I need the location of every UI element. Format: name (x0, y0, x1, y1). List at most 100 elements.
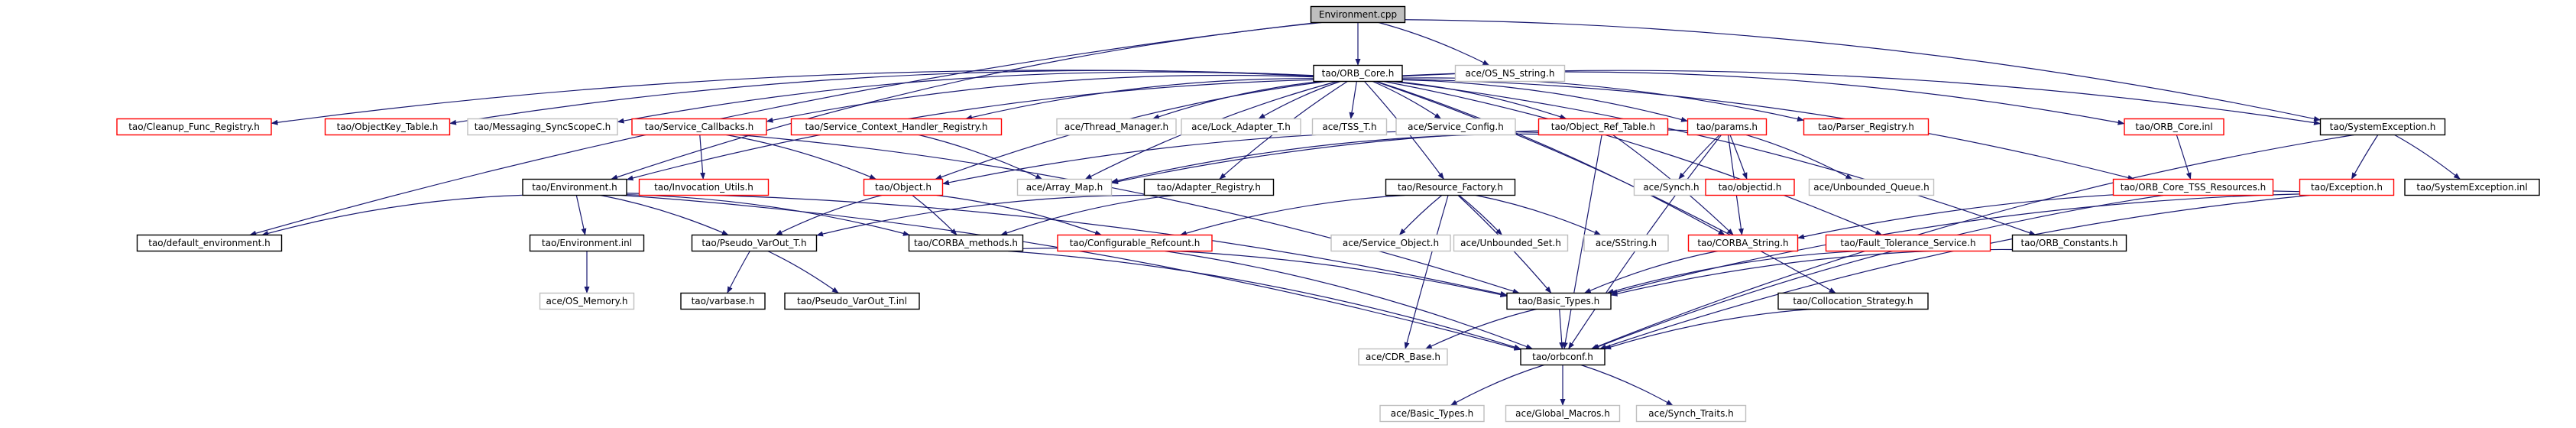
node-tao_parser_registry_h[interactable]: tao/Parser_Registry.h (1803, 118, 1930, 136)
node-box[interactable] (1016, 178, 1113, 196)
node-box[interactable] (1520, 348, 1606, 366)
node-tao_orb_core_h[interactable]: tao/ORB_Core.h (1313, 64, 1403, 83)
node-box[interactable] (529, 234, 645, 252)
node-tao_resource_factory_h[interactable]: tao/Resource_Factory.h (1385, 178, 1516, 196)
node-box[interactable] (1311, 118, 1388, 136)
node-box[interactable] (1825, 234, 1991, 252)
node-box[interactable] (1310, 5, 1406, 24)
node-tao_basic_types_h[interactable]: tao/Basic_Types.h (1506, 292, 1612, 310)
node-tao_pseudo_varout_t_h[interactable]: tao/Pseudo_VarOut_T.h (691, 234, 818, 252)
node-tao_varbase_h[interactable]: tao/varbase.h (680, 292, 766, 310)
node-tao_corba_string_h[interactable]: tao/CORBA_String.h (1687, 234, 1799, 252)
node-box[interactable] (1505, 404, 1621, 423)
node-tao_pseudo_varout_t_inl[interactable]: tao/Pseudo_VarOut_T.inl (784, 292, 920, 310)
node-box[interactable] (539, 292, 635, 310)
node-box[interactable] (863, 178, 944, 196)
node-box[interactable] (1143, 178, 1275, 196)
node-tao_objectid_h[interactable]: tao/objectid.h (1705, 178, 1795, 196)
node-tao_collocation_strategy_h[interactable]: tao/Collocation_Strategy.h (1777, 292, 1929, 310)
node-tao_systemexception_h[interactable]: tao/SystemException.h (2319, 118, 2446, 136)
node-tao_orb_core_tss_resources_h[interactable]: tao/ORB_Core_TSS_Resources.h (2112, 178, 2274, 196)
node-box[interactable] (324, 118, 451, 136)
node-box[interactable] (784, 292, 920, 310)
node-ace_service_object_h[interactable]: ace/Service_Object.h (1330, 234, 1451, 252)
node-box[interactable] (467, 118, 618, 136)
node-ace_sstring_h[interactable]: ace/SString.h (1583, 234, 1669, 252)
node-box[interactable] (1777, 292, 1929, 310)
node-box[interactable] (1313, 64, 1403, 83)
node-box[interactable] (1056, 118, 1177, 136)
node-tao_configurable_refcount_h[interactable]: tao/Configurable_Refcount.h (1057, 234, 1213, 252)
node-tao_objectkey_table_h[interactable]: tao/ObjectKey_Table.h (324, 118, 451, 136)
node-tao_object_ref_table_h[interactable]: tao/Object_Ref_Table.h (1537, 118, 1669, 136)
node-tao_fault_tolerance_service_h[interactable]: tao/Fault_Tolerance_Service.h (1825, 234, 1991, 252)
node-box[interactable] (638, 178, 770, 196)
node-box[interactable] (1385, 178, 1516, 196)
node-box[interactable] (1803, 118, 1930, 136)
node-ace_synch_traits_h[interactable]: ace/Synch_Traits.h (1635, 404, 1747, 423)
node-box[interactable] (2299, 178, 2395, 196)
node-box[interactable] (2112, 178, 2274, 196)
node-ace_unbounded_queue_h[interactable]: ace/Unbounded_Queue.h (1808, 178, 1935, 196)
node-box[interactable] (790, 118, 1003, 136)
node-ace_basic_types_h[interactable]: ace/Basic_Types.h (1379, 404, 1485, 423)
node-tao_environment_inl[interactable]: tao/Environment.inl (529, 234, 645, 252)
node-box[interactable] (1395, 118, 1516, 136)
node-ace_service_config_h[interactable]: ace/Service_Config.h (1395, 118, 1516, 136)
node-tao_object_h[interactable]: tao/Object.h (863, 178, 944, 196)
node-ace_thread_manager_h[interactable]: ace/Thread_Manager.h (1056, 118, 1177, 136)
node-ace_os_ns_string_h[interactable]: ace/OS_NS_string.h (1454, 64, 1566, 83)
node-box[interactable] (1454, 64, 1566, 83)
node-box[interactable] (1635, 404, 1747, 423)
node-box[interactable] (1687, 118, 1768, 136)
node-ace_os_memory_h[interactable]: ace/OS_Memory.h (539, 292, 635, 310)
node-tao_corba_methods_h[interactable]: tao/CORBA_methods.h (908, 234, 1024, 252)
edge-tao_systemexception_h-to-tao_systemexception_inl (2394, 134, 2461, 180)
node-tao_params_h[interactable]: tao/params.h (1687, 118, 1768, 136)
node-box[interactable] (1687, 234, 1799, 252)
node-box[interactable] (2319, 118, 2446, 136)
node-box[interactable] (116, 118, 272, 136)
node-box[interactable] (1330, 234, 1451, 252)
node-ace_cdr_base_h[interactable]: ace/CDR_Base.h (1358, 348, 1448, 366)
node-box[interactable] (2011, 234, 2127, 252)
node-environment_cpp[interactable]: Environment.cpp (1310, 5, 1406, 24)
node-box[interactable] (1181, 118, 1301, 136)
node-ace_array_map_h[interactable]: ace/Array_Map.h (1016, 178, 1113, 196)
node-box[interactable] (2404, 178, 2540, 196)
node-tao_exception_h[interactable]: tao/Exception.h (2299, 178, 2395, 196)
node-box[interactable] (1583, 234, 1669, 252)
node-ace_tss_t_h[interactable]: ace/TSS_T.h (1311, 118, 1388, 136)
node-tao_environment_h[interactable]: tao/Environment.h (522, 178, 627, 196)
node-box[interactable] (1506, 292, 1612, 310)
node-tao_orb_constants_h[interactable]: tao/ORB_Constants.h (2011, 234, 2127, 252)
node-box[interactable] (631, 118, 767, 136)
node-ace_synch_h[interactable]: ace/Synch.h (1633, 178, 1709, 196)
node-ace_unbounded_set_h[interactable]: ace/Unbounded_Set.h (1453, 234, 1569, 252)
node-box[interactable] (908, 234, 1024, 252)
node-tao_messaging_syncscopec_h[interactable]: tao/Messaging_SyncScopeC.h (467, 118, 618, 136)
node-tao_service_callbacks_h[interactable]: tao/Service_Callbacks.h (631, 118, 767, 136)
node-tao_systemexception_inl[interactable]: tao/SystemException.inl (2404, 178, 2540, 196)
node-tao_cleanup_func_registry_h[interactable]: tao/Cleanup_Func_Registry.h (116, 118, 272, 136)
node-box[interactable] (522, 178, 627, 196)
node-box[interactable] (691, 234, 818, 252)
node-box[interactable] (1453, 234, 1569, 252)
node-box[interactable] (1705, 178, 1795, 196)
node-tao_orb_core_inl[interactable]: tao/ORB_Core.inl (2124, 118, 2224, 136)
node-box[interactable] (1808, 178, 1935, 196)
node-box[interactable] (136, 234, 283, 252)
node-tao_orbconf_h[interactable]: tao/orbconf.h (1520, 348, 1606, 366)
node-ace_lock_adapter_t_h[interactable]: ace/Lock_Adapter_T.h (1181, 118, 1301, 136)
node-tao_invocation_utils_h[interactable]: tao/Invocation_Utils.h (638, 178, 770, 196)
node-box[interactable] (1379, 404, 1485, 423)
node-box[interactable] (2124, 118, 2224, 136)
node-box[interactable] (1537, 118, 1669, 136)
node-tao_default_environment_h[interactable]: tao/default_environment.h (136, 234, 283, 252)
node-tao_service_context_handler_registry_h[interactable]: tao/Service_Context_Handler_Registry.h (790, 118, 1003, 136)
node-box[interactable] (1358, 348, 1448, 366)
node-box[interactable] (1057, 234, 1213, 252)
node-box[interactable] (680, 292, 766, 310)
node-tao_adapter_registry_h[interactable]: tao/Adapter_Registry.h (1143, 178, 1275, 196)
node-ace_global_macros_h[interactable]: ace/Global_Macros.h (1505, 404, 1621, 423)
